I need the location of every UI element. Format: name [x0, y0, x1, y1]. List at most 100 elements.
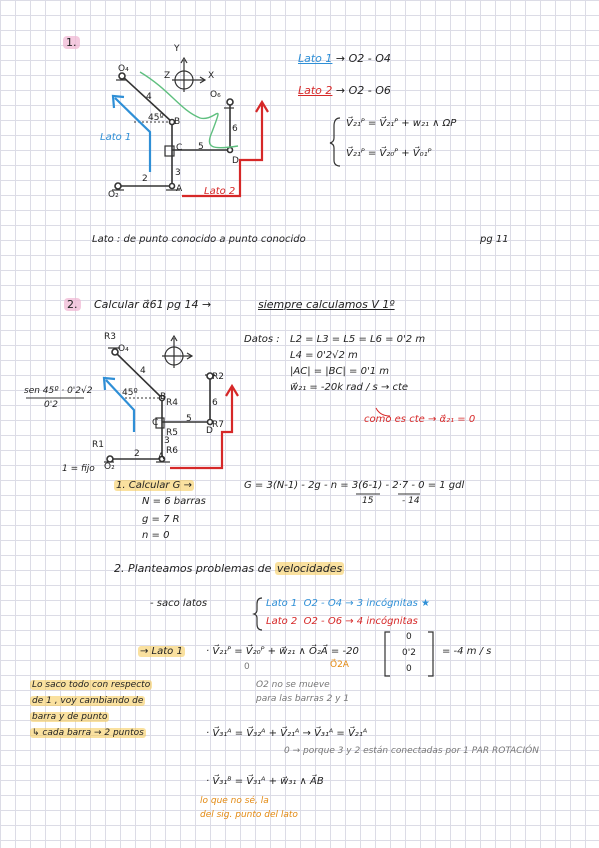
orange-note-3: barra y de punto — [30, 712, 110, 722]
step2-lato1-rest: O2 - O4 → 3 incógnitas ★ — [303, 598, 430, 609]
matrix-r3: 0 — [406, 664, 412, 674]
diag1-o2: O₂ — [108, 190, 119, 200]
datos-label: Datos : — [244, 334, 280, 345]
lato2-line-rest: → O2 - O6 — [335, 84, 391, 97]
lato2-line-label: Lato 2 — [298, 84, 333, 97]
diag2-r7: R7 — [212, 420, 224, 430]
orange-note-2: de 1 , voy cambiando de — [30, 696, 146, 706]
diag1-c: C — [176, 143, 183, 153]
diag2-n4: 4 — [140, 366, 146, 376]
diag1-y: Y — [174, 44, 180, 54]
lato1-line-label: Lato 1 — [298, 52, 333, 65]
orange-note-1: Lo saco todo con respecto — [30, 680, 153, 690]
brace-2 — [252, 597, 263, 631]
datos-line-3: |AC| = |BC| = 0'1 m — [290, 366, 390, 377]
orange-note-4-text: ↳ cada barra → 2 puntos — [30, 728, 146, 738]
cte-arrow — [375, 407, 391, 417]
eq-lato1-result: = -4 m / s — [442, 646, 492, 657]
lato2-path-2 — [170, 383, 239, 470]
page-ref-1: pg 11 — [480, 234, 509, 245]
diag1-angle: 45º — [148, 113, 164, 123]
step1-g: g = 7 R — [142, 514, 180, 525]
orange-note-1-text: Lo saco todo con respecto — [30, 680, 153, 690]
diag2-r4: R4 — [166, 398, 178, 408]
step2-title-b: velocidades — [274, 562, 345, 575]
diag2-r3: R3 — [104, 332, 116, 342]
lato1-line-rest: → O2 - O4 — [335, 52, 391, 65]
eq-lato1-o2a: O⃗2A — [330, 660, 349, 670]
lato2-path-1 — [182, 99, 269, 198]
diag2-n6: 6 — [212, 398, 218, 408]
orange-note2-2: del sig. punto del lato — [200, 810, 298, 820]
diag2-r5: R5 — [166, 428, 178, 438]
gray-note-1: O2 no se mueve — [256, 680, 330, 690]
eq-v31: · V⃗₃₁ᴬ = V⃗₃₂ᴬ + V⃗₂₁ᴬ → V⃗₃₁ᴬ = V⃗₂₁ᴬ — [206, 728, 368, 739]
eq-lato1-expr: · V⃗₂₁ᴾ = V⃗₂₀ᴾ + w⃗₂₁ ∧ O⃗₂A⃗ = -20 — [206, 646, 359, 657]
orange-note-2-text: de 1 , voy cambiando de — [30, 696, 146, 706]
lato-definition: Lato : de punto conocido a punto conocid… — [92, 234, 306, 245]
step1-nn: n = 0 — [142, 530, 170, 541]
section-2-title-b: siempre calculamos V 1º — [258, 298, 395, 311]
diag1-x: X — [208, 71, 215, 81]
eq2: V⃗₂₁ᴾ = V⃗₂₀ᴾ + V⃗₀₁ᴾ — [346, 148, 432, 159]
diag2-r2: R2 — [212, 372, 224, 382]
diag2-a: A — [158, 452, 165, 462]
section-2-number: 2. — [64, 298, 81, 311]
diag1-a: A — [176, 184, 183, 194]
axes-icon-2 — [162, 334, 194, 368]
section-2-title-a: Calcular α⃗61 pg 14 → — [94, 298, 212, 311]
diag2-n5: 5 — [186, 414, 192, 424]
diag1-z: Z — [164, 71, 171, 81]
matrix-r2: 0'2 — [402, 648, 416, 658]
diag2-angle: 45º — [122, 388, 138, 398]
diag1-o4: O₄ — [118, 64, 129, 74]
green-curve — [139, 71, 239, 149]
diag1-n3: 3 — [175, 168, 181, 178]
eq-lato1-zero: 0 — [244, 662, 250, 672]
datos-line-1: L2 = L3 = L5 = L6 = 0'2 m — [290, 334, 426, 345]
step2-lato1: Lato 1 O2 - O4 → 3 incógnitas ★ — [266, 598, 430, 609]
diag1-n6: 6 — [232, 124, 238, 134]
matrix-bracket-left — [384, 631, 390, 677]
diag2-r1: R1 — [92, 440, 104, 450]
saco-latos: - saco latos — [150, 598, 208, 609]
datos-line-2: L4 = 0'2√2 m — [290, 350, 358, 361]
step1-title-text: 1. Calcular G → — [114, 480, 194, 491]
step2-title-a: 2. Planteamos problemas de — [114, 562, 275, 575]
orange-note-3-text: barra y de punto — [30, 712, 110, 722]
matrix-r1: 0 — [406, 632, 412, 642]
diag1-n5: 5 — [198, 142, 204, 152]
gray-note-2: para las barras 2 y 1 — [256, 694, 350, 704]
diag1-o6: O₆ — [210, 90, 221, 100]
diag1-b: B — [174, 117, 181, 127]
eq1: V⃗₂₁ᴾ = V⃗₂₁ᴾ + w₂₁ ∧ ΩP — [346, 118, 457, 129]
axes-icon-1 — [172, 56, 207, 92]
lato1-path-1 — [111, 94, 152, 172]
step1-formula: G = 3(N-1) - 2g - n = 3(6-1) - 2·7 - 0 =… — [244, 480, 465, 491]
brace-1 — [329, 117, 341, 167]
diag2-o4: O₄ — [118, 344, 129, 354]
step2-lato2-rest: O2 - O6 → 4 incógnitas — [303, 616, 418, 627]
cte-note: como es cte → α⃗₂₁ = 0 — [364, 414, 476, 425]
diag2-n2: 2 — [134, 449, 140, 459]
step1-sub-14: - 14 — [402, 496, 420, 506]
diag2-o2: O₂ — [104, 462, 115, 472]
diag2-d: D — [206, 426, 213, 436]
lato2-line: Lato 2 → O2 - O6 — [298, 84, 391, 97]
lato1-line: Lato 1 → O2 - O4 — [298, 52, 391, 65]
gray-note-rotacion: 0 → porque 3 y 2 están conectadas por 1 … — [284, 746, 539, 756]
diag1-d: D — [232, 156, 239, 166]
lato1-path-2 — [102, 376, 136, 432]
diag2-r6: R6 — [166, 446, 178, 456]
step2-lato1-label: Lato 1 — [266, 598, 298, 609]
section-1-number: 1. — [63, 36, 80, 49]
matrix-bracket-right — [428, 631, 434, 677]
diag1-lato1: Lato 1 — [100, 132, 132, 143]
step1-title: 1. Calcular G → — [114, 480, 194, 491]
datos-line-4: w⃗₂₁ = -20k rad / s → cte — [290, 382, 409, 393]
diag1-lato2: Lato 2 — [204, 186, 236, 197]
diag1-n2: 2 — [142, 174, 148, 184]
diag1-n4: 4 — [146, 92, 152, 102]
eq-v31b: · V⃗₃₁ᴮ = V⃗₃₁ᴬ + w⃗₃₁ ∧ A⃗B — [206, 776, 324, 787]
